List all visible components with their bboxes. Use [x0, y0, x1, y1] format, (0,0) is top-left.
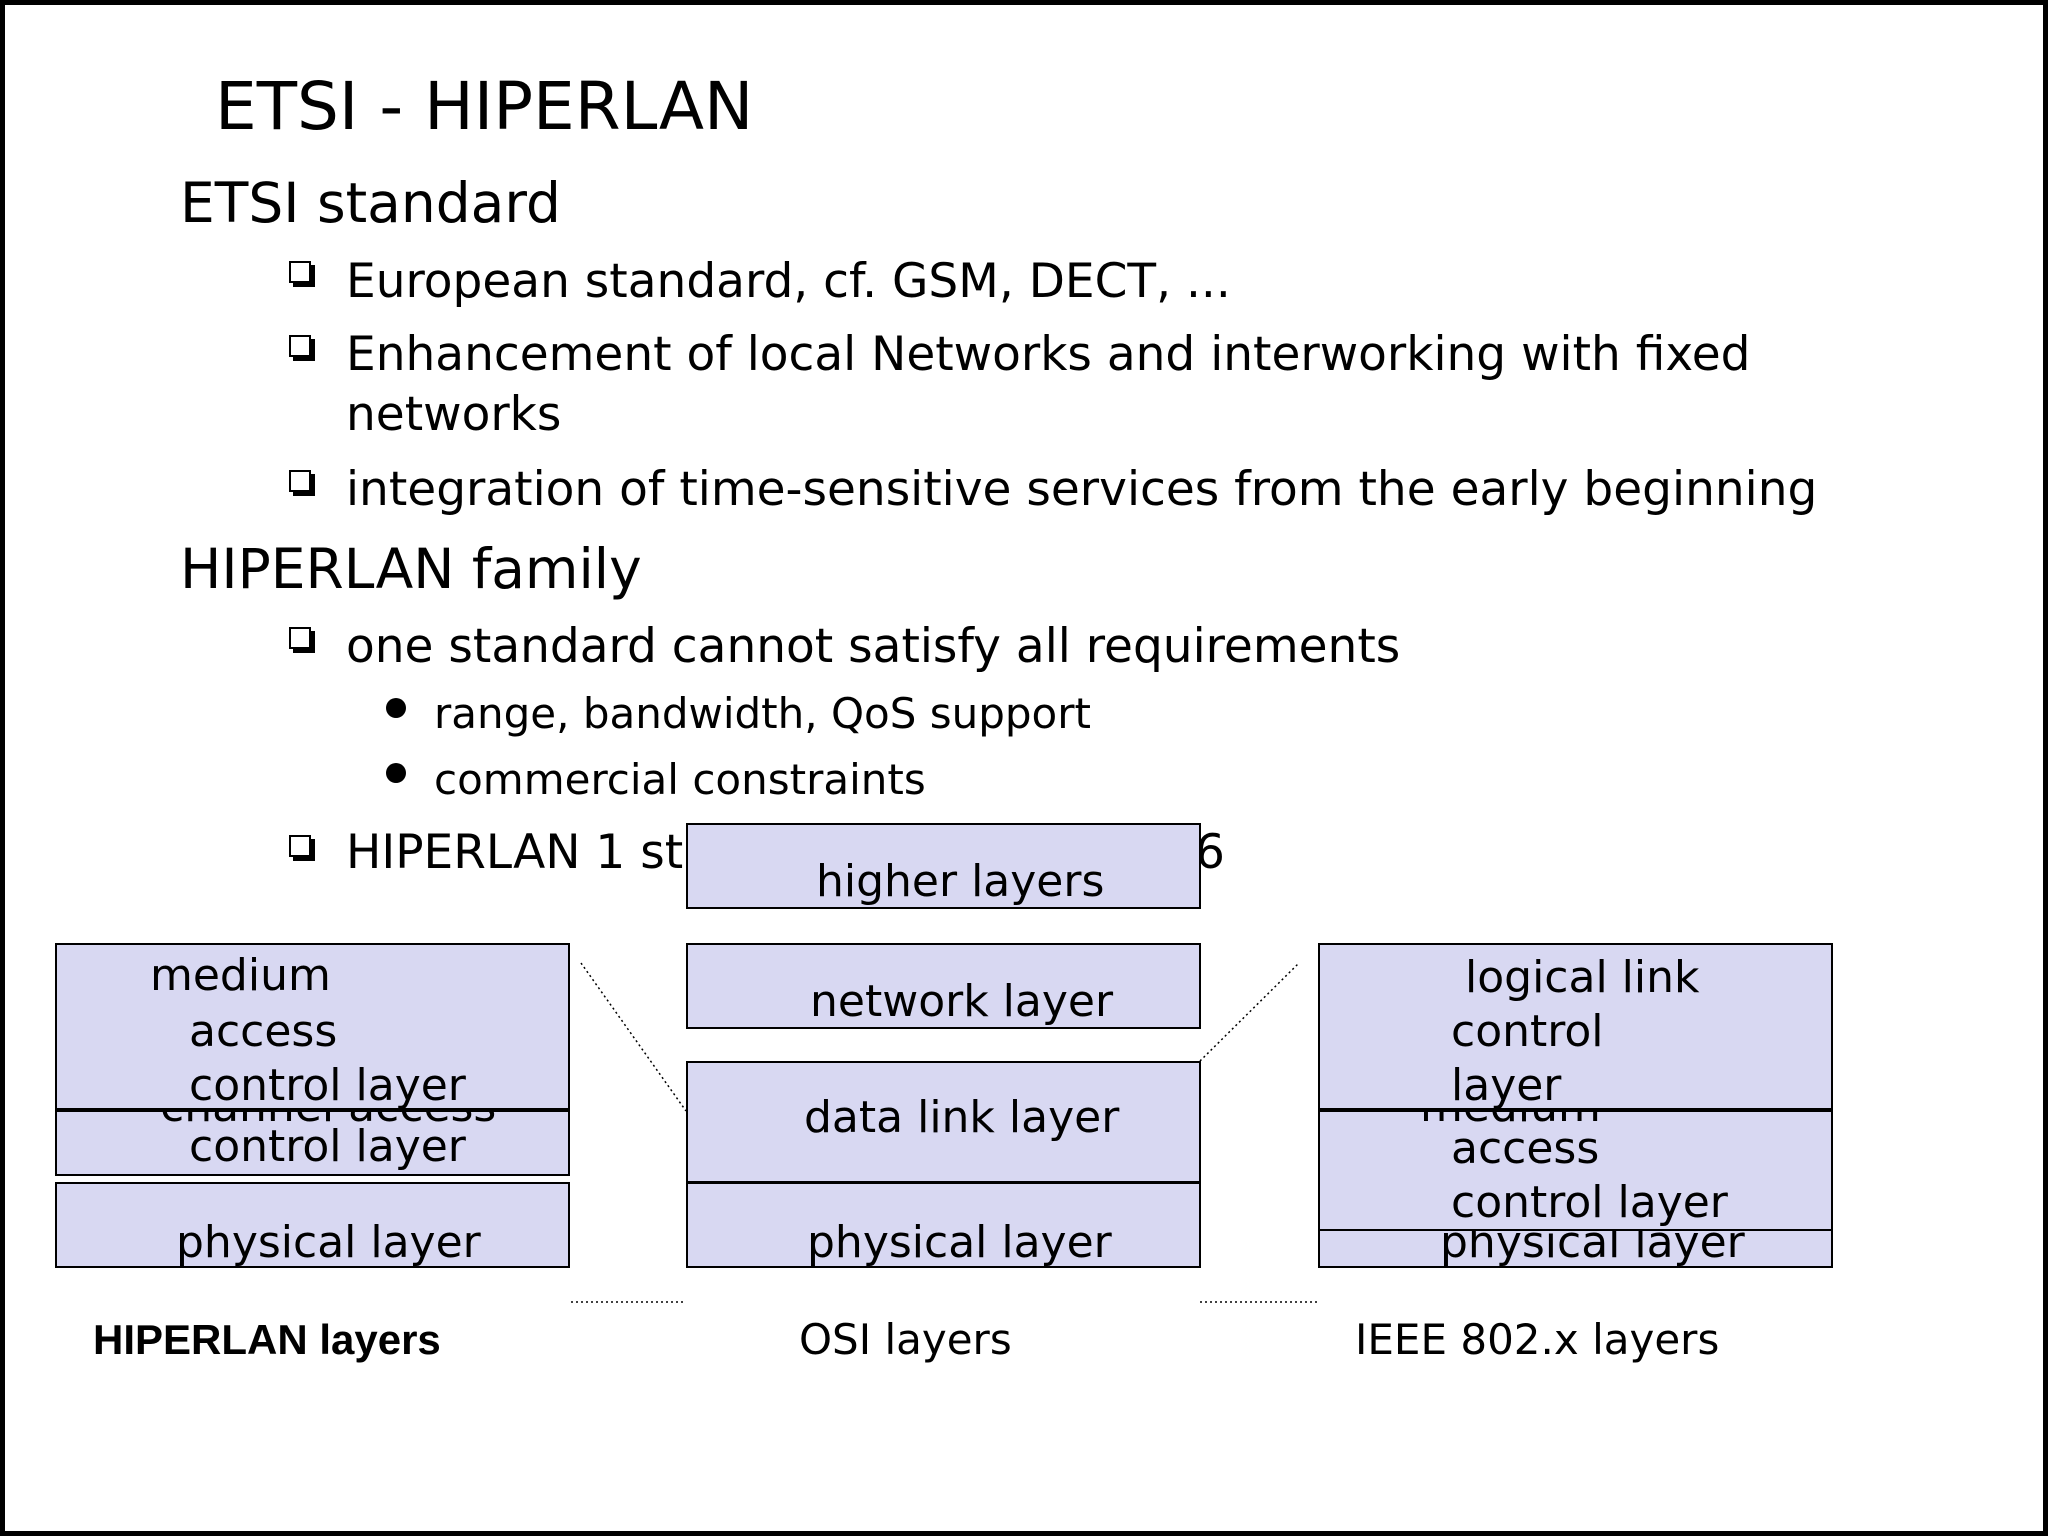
ieee-caption: IEEE 802.x layers	[1355, 1315, 1720, 1364]
square-bullet-icon	[289, 627, 311, 649]
connector-lines	[571, 962, 1318, 1303]
subbullet-commercial: commercial constraints	[434, 755, 926, 804]
square-bullet-icon	[289, 335, 311, 357]
ieee-mac-line-1: access	[1451, 1123, 1600, 1174]
ieee-llc-line-2: control	[1451, 1006, 1604, 1057]
osi-higher-layer-box: higher layers	[686, 823, 1201, 909]
dot-bullet-icon	[386, 763, 406, 783]
ieee-mac-layer-box: medium access control layer	[1318, 1110, 1833, 1231]
hiperlan-mac-line-2: access	[189, 1006, 338, 1057]
square-bullet-icon	[289, 470, 311, 492]
hiperlan-cac-layer-box: channel access control layer	[55, 1110, 570, 1176]
dot-bullet-icon	[386, 698, 406, 718]
bullet-time-sensitive: integration of time-sensitive services f…	[346, 462, 1818, 517]
ieee-llc-line-3: layer	[1451, 1060, 1562, 1110]
ieee-llc-line-1: logical link	[1465, 952, 1700, 1003]
connector-line	[1199, 962, 1300, 1062]
hiperlan-mac-line-1: medium	[150, 950, 331, 1001]
hiperlan-physical-layer-box: physical layer	[55, 1182, 570, 1268]
connector-line	[580, 962, 687, 1112]
osi-datalink-layer-box: data link layer	[686, 1061, 1201, 1183]
ieee-mac-line-2: control layer	[1451, 1177, 1728, 1228]
osi-caption: OSI layers	[799, 1315, 1012, 1364]
section-heading-hiperlan-family: HIPERLAN family	[180, 537, 642, 601]
osi-physical-layer-box: physical layer	[686, 1182, 1201, 1268]
hiperlan-mac-line-3: control layer	[189, 1060, 466, 1110]
slide-title: ETSI - HIPERLAN	[215, 68, 754, 145]
bullet-hiperlan1-partial: HIPERLAN 1 st	[346, 825, 684, 880]
bullet-one-standard: one standard cannot satisfy all requirem…	[346, 619, 1401, 674]
hiperlan-cac-label: control layer	[189, 1121, 466, 1172]
bullet-european-standard: European standard, cf. GSM, DECT, ...	[346, 254, 1231, 309]
square-bullet-icon	[289, 835, 311, 857]
hiperlan-cac-hidden-label: channel access	[160, 1112, 496, 1134]
bullet-enhancement: Enhancement of local Networks and interw…	[346, 327, 1751, 382]
square-bullet-icon	[289, 261, 311, 283]
ieee-llc-layer-box: logical link control layer	[1318, 943, 1833, 1110]
osi-network-layer-box: network layer	[686, 943, 1201, 1029]
osi-physical-label: physical layer	[807, 1217, 1112, 1268]
osi-datalink-label: data link layer	[804, 1092, 1120, 1143]
bullet-enhancement-continuation: networks	[346, 387, 562, 442]
ieee-physical-layer-box: physical layer	[1318, 1229, 1833, 1268]
osi-network-label: network layer	[810, 976, 1114, 1027]
subbullet-range: range, bandwidth, QoS support	[434, 689, 1091, 738]
osi-higher-label: higher layers	[816, 856, 1105, 907]
section-heading-etsi-standard: ETSI standard	[180, 171, 561, 235]
ieee-mac-hidden-label: medium	[1420, 1112, 1601, 1134]
hiperlan-mac-layer-box: medium access control layer	[55, 943, 570, 1110]
hiperlan-physical-label: physical layer	[176, 1217, 481, 1268]
ieee-physical-label: physical layer	[1440, 1229, 1745, 1268]
hiperlan-caption: HIPERLAN layers	[93, 1316, 441, 1363]
